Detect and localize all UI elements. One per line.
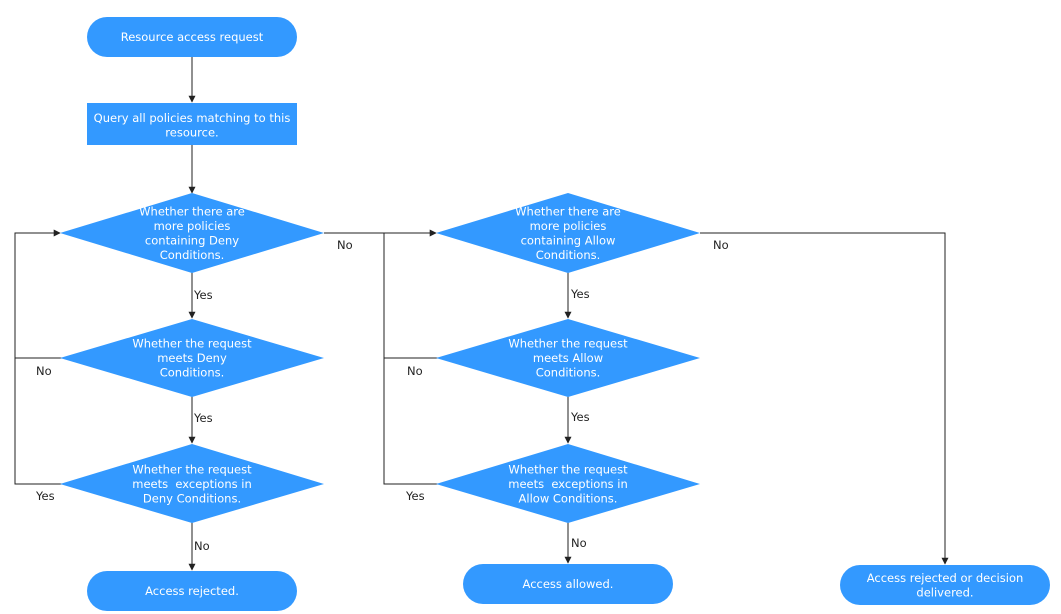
edge-allow-except-yes-loop xyxy=(383,233,438,485)
node-deny-except-shape xyxy=(60,444,324,523)
node-deny-more-label-line-4: Conditions. xyxy=(160,248,225,262)
nodes xyxy=(60,17,1050,611)
node-allowed-label-line-1: Access allowed. xyxy=(523,577,614,591)
node-allow-meets-label-line-2: meets Allow xyxy=(533,351,603,365)
node-allow-except-label-line-3: Allow Conditions. xyxy=(519,492,618,506)
node-deny-except-label-line-2: meets exceptions in xyxy=(132,477,252,491)
node-final-label-line-2: delivered. xyxy=(916,585,973,599)
node-allow-more-label-line-2: more policies xyxy=(530,219,607,233)
node-final-shape xyxy=(840,565,1050,605)
node-allow-meets-shape xyxy=(436,319,700,397)
node-deny-except-label-line-3: Deny Conditions. xyxy=(143,492,241,506)
node-deny-more-label-line-3: containing Deny xyxy=(145,233,239,247)
label-allow-more-yes: Yes xyxy=(570,287,590,301)
node-start-label-line-1: Resource access request xyxy=(121,30,264,44)
node-allowed-shape xyxy=(463,564,673,604)
node-allow-more-label-line-3: containing Allow xyxy=(521,233,616,247)
node-start-shape xyxy=(87,17,297,57)
node-deny-meets-label-line-2: meets Deny xyxy=(157,351,227,365)
edge-deny-except-yes-loop xyxy=(14,229,62,485)
node-allow-except-shape xyxy=(436,444,700,523)
label-deny-meets-yes: Yes xyxy=(193,411,213,425)
label-allow-except-yes: Yes xyxy=(405,489,425,503)
label-deny-more-no: No xyxy=(337,238,353,252)
edge-labels: No Yes No Yes Yes No No Yes No Yes Yes N… xyxy=(35,238,729,553)
node-deny-meets-label-line-1: Whether the request xyxy=(132,337,252,351)
label-allow-meets-no: No xyxy=(407,364,423,378)
label-deny-except-no: No xyxy=(194,539,210,553)
edge-deny-meets-no-loop xyxy=(14,233,62,359)
edges xyxy=(14,57,949,571)
node-deny-more-label-line-2: more policies xyxy=(154,219,231,233)
node-allow-meets-label-line-3: Conditions. xyxy=(536,366,601,380)
label-allow-except-no: No xyxy=(571,536,587,550)
node-query-label-line-1: Query all policies matching to this xyxy=(94,111,291,125)
node-allow-more-shape xyxy=(436,193,700,273)
label-deny-more-yes: Yes xyxy=(193,288,213,302)
node-allow-more-label-line-4: Conditions. xyxy=(536,248,601,262)
node-allow-except-label-line-2: meets exceptions in xyxy=(508,477,628,491)
node-deny-meets-label-line-3: Conditions. xyxy=(160,366,225,380)
node-allow-except-label-line-1: Whether the request xyxy=(508,463,628,477)
edge-allow-more-no xyxy=(700,232,949,565)
node-deny-meets-shape xyxy=(60,319,324,397)
node-deny-more-shape xyxy=(60,193,324,273)
label-deny-meets-no: No xyxy=(36,364,52,378)
node-rejected-shape xyxy=(87,571,297,611)
node-allow-more-label-line-1: Whether there are xyxy=(515,204,621,218)
node-rejected-label-line-1: Access rejected. xyxy=(145,584,239,598)
label-deny-except-yes: Yes xyxy=(35,489,55,503)
label-allow-meets-yes: Yes xyxy=(570,410,590,424)
node-final-label-line-1: Access rejected or decision xyxy=(867,571,1024,585)
node-deny-more-label-line-1: Whether there are xyxy=(139,204,245,218)
node-query-shape xyxy=(87,103,297,145)
node-query-label-line-2: resource. xyxy=(165,125,218,139)
node-deny-except-label-line-1: Whether the request xyxy=(132,463,252,477)
label-allow-more-no: No xyxy=(713,238,729,252)
node-allow-meets-label-line-1: Whether the request xyxy=(508,337,628,351)
